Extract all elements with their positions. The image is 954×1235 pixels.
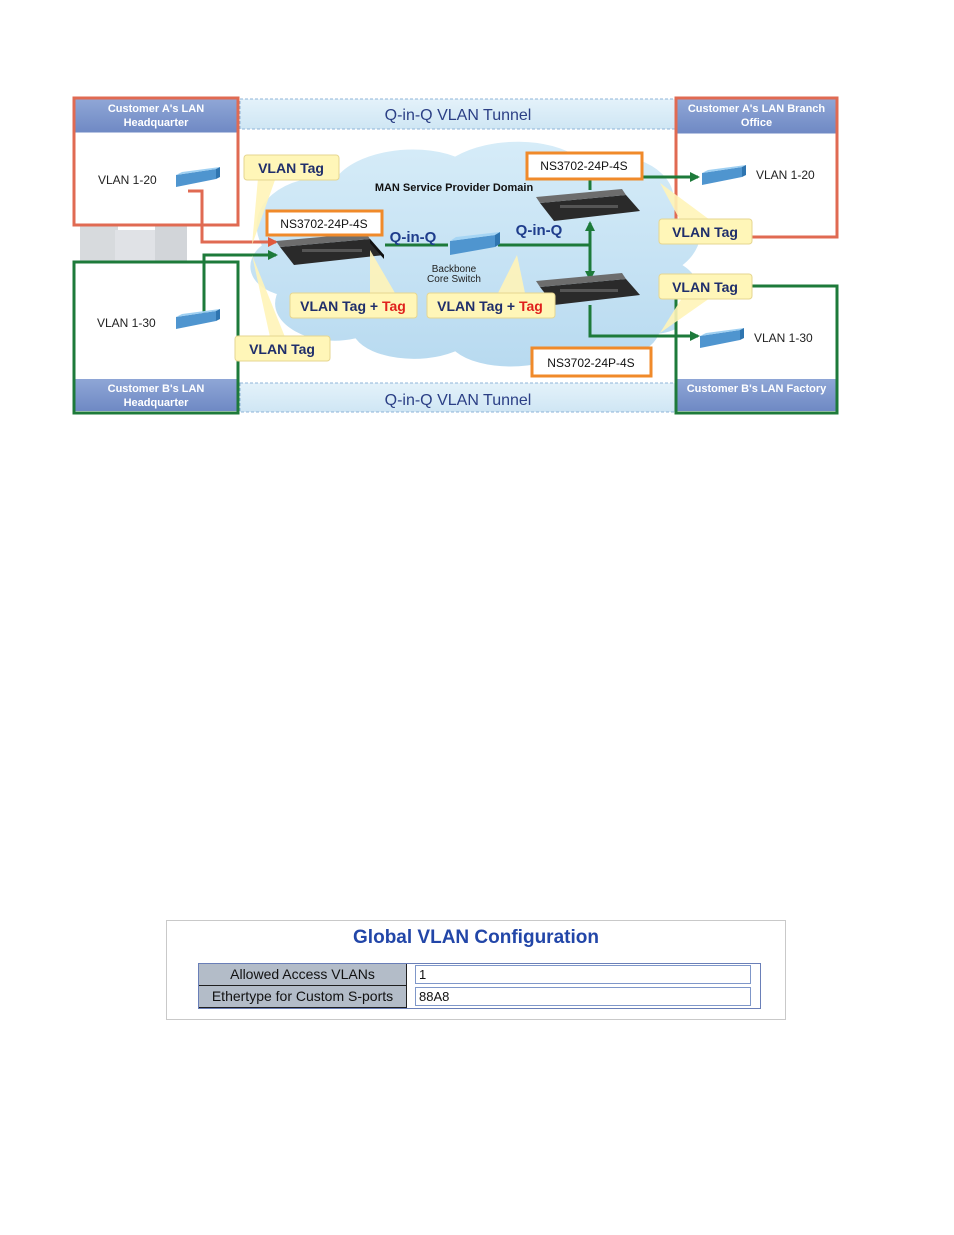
switch-label-top-right: NS3702-24P-4S bbox=[525, 151, 644, 181]
backbone-label-line1: Backbone bbox=[432, 264, 477, 275]
customer-a-branch-box: Customer A's LAN Branch Office VLAN 1-20 bbox=[674, 96, 839, 239]
core-switch-icon bbox=[450, 232, 500, 255]
global-vlan-config-panel: Global VLAN Configuration Allowed Access… bbox=[166, 920, 786, 1020]
callout-vlan-tag-b-hq-text: VLAN Tag bbox=[249, 341, 315, 357]
callout-vlan-tag-a-hq: VLAN Tag bbox=[243, 154, 340, 245]
link-bottom-right-to-factory bbox=[588, 305, 700, 341]
backbone-label-line2: Core Switch bbox=[427, 274, 481, 285]
switch-icon-b-hq bbox=[176, 309, 220, 329]
qinq-label-right: Q-in-Q bbox=[516, 222, 563, 239]
callout-vlan-tag-a-branch-text: VLAN Tag bbox=[672, 224, 738, 240]
vlan-label-b-hq: VLAN 1-30 bbox=[97, 316, 156, 330]
switch-label-bottom-right-text: NS3702-24P-4S bbox=[547, 356, 634, 370]
customer-b-factory-box: Customer B's LAN Factory VLAN 1-30 bbox=[674, 284, 839, 415]
callout-vlan-tag-plus-right-red: Tag bbox=[519, 298, 543, 314]
tunnel-band-bottom: Q-in-Q VLAN Tunnel bbox=[239, 382, 676, 413]
callout-vlan-tag-plus-right-part1: VLAN Tag + bbox=[437, 298, 519, 314]
switch-label-left: NS3702-24P-4S bbox=[265, 209, 384, 237]
managed-switch-bottom-right-icon bbox=[536, 273, 640, 305]
switch-label-top-right-text: NS3702-24P-4S bbox=[540, 159, 627, 173]
callout-vlan-tag-a-branch: VLAN Tag bbox=[658, 183, 753, 245]
ethertype-input[interactable] bbox=[415, 987, 751, 1006]
customer-a-branch-label: Customer A's LAN Branch Office bbox=[687, 103, 826, 129]
ethertype-label: Ethertype for Custom S-ports bbox=[199, 986, 407, 1008]
managed-switch-top-right-icon bbox=[536, 189, 640, 221]
qinq-network-diagram: Q-in-Q VLAN Tunnel Q-in-Q VLAN Tunnel Cu… bbox=[70, 95, 840, 417]
switch-icon-a-branch bbox=[702, 165, 746, 185]
callout-vlan-tag-plus-left: VLAN Tag + Tag bbox=[289, 250, 418, 319]
allowed-vlans-label: Allowed Access VLANs bbox=[199, 964, 407, 986]
config-table: Allowed Access VLANs Ethertype for Custo… bbox=[198, 963, 761, 1009]
vlan-label-a-hq: VLAN 1-20 bbox=[98, 173, 157, 187]
callout-vlan-tag-b-factory-text: VLAN Tag bbox=[672, 279, 738, 295]
callout-vlan-tag-b-hq: VLAN Tag bbox=[234, 255, 331, 362]
qinq-label-left: Q-in-Q bbox=[390, 229, 437, 246]
config-title: Global VLAN Configuration bbox=[353, 927, 599, 948]
switch-label-bottom-right: NS3702-24P-4S bbox=[530, 346, 653, 378]
allowed-vlans-input[interactable] bbox=[415, 965, 751, 984]
switch-icon-a-hq bbox=[176, 167, 220, 187]
tunnel-band-top: Q-in-Q VLAN Tunnel bbox=[239, 98, 676, 130]
switch-icon-b-factory bbox=[700, 328, 744, 348]
callout-vlan-tag-plus-left-text: VLAN Tag + Tag bbox=[300, 298, 406, 314]
vlan-label-b-factory: VLAN 1-30 bbox=[754, 331, 813, 345]
callout-vlan-tag-b-factory: VLAN Tag bbox=[658, 273, 753, 333]
callout-vlan-tag-plus-left-part1: VLAN Tag + bbox=[300, 298, 382, 314]
link-a-hq-to-left-switch bbox=[188, 189, 278, 247]
customer-b-factory-label: Customer B's LAN Factory bbox=[686, 383, 827, 395]
callout-vlan-tag-a-hq-text: VLAN Tag bbox=[258, 160, 324, 176]
config-row-allowed-vlans: Allowed Access VLANs bbox=[199, 964, 760, 986]
switch-label-left-text: NS3702-24P-4S bbox=[280, 217, 367, 231]
customer-a-hq-label: Customer A's LAN Headquarter bbox=[107, 103, 205, 129]
tunnel-label-bottom: Q-in-Q VLAN Tunnel bbox=[385, 392, 532, 409]
callout-vlan-tag-plus-right: VLAN Tag + Tag bbox=[426, 255, 556, 319]
customer-a-hq-box: Customer A's LAN Headquarter VLAN 1-20 bbox=[72, 96, 240, 227]
tunnel-label-top: Q-in-Q VLAN Tunnel bbox=[385, 107, 532, 124]
config-row-ethertype: Ethertype for Custom S-ports bbox=[199, 986, 760, 1008]
callout-vlan-tag-plus-left-red: Tag bbox=[382, 298, 406, 314]
man-domain-label: MAN Service Provider Domain bbox=[375, 182, 534, 194]
customer-b-hq-label: Customer B's LAN Headquarter bbox=[107, 383, 205, 409]
callout-vlan-tag-plus-right-text: VLAN Tag + Tag bbox=[437, 298, 543, 314]
customer-b-hq-box: Customer B's LAN Headquarter VLAN 1-30 bbox=[72, 260, 240, 415]
vlan-label-a-branch: VLAN 1-20 bbox=[756, 168, 815, 182]
